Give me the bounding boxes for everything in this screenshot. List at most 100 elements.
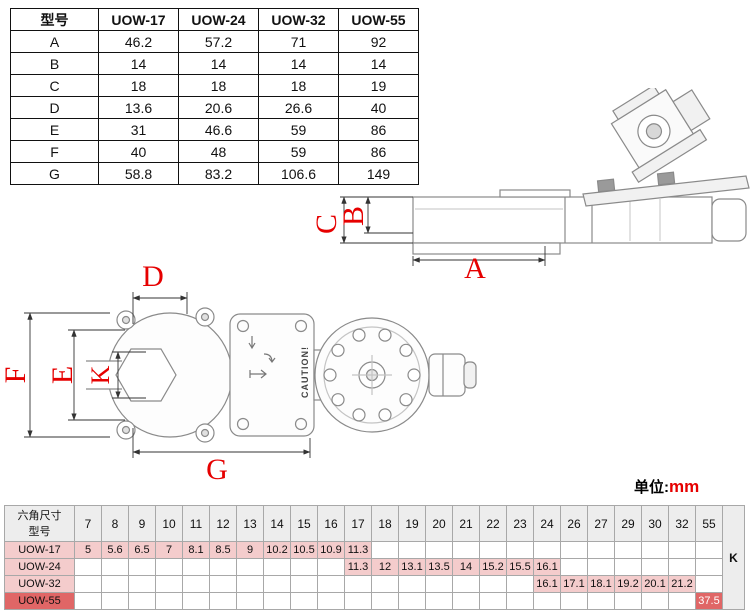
spec-header-uow24: UOW-24 bbox=[178, 8, 259, 31]
spec-cell: 14 bbox=[338, 52, 419, 75]
empty-cell bbox=[209, 592, 237, 610]
unit-value: mm bbox=[669, 477, 700, 496]
empty-cell bbox=[317, 592, 345, 610]
spec-cell: 92 bbox=[338, 30, 419, 53]
empty-cell bbox=[398, 575, 426, 593]
empty-cell bbox=[506, 575, 534, 593]
dim-label-g: G bbox=[206, 453, 228, 486]
spec-cell: 86 bbox=[338, 118, 419, 141]
k-value-cell: 14 bbox=[452, 558, 480, 576]
k-value-cell: 13.1 bbox=[398, 558, 426, 576]
empty-cell bbox=[74, 575, 102, 593]
spec-cell: 18 bbox=[98, 74, 179, 97]
k-value-cell: 20.1 bbox=[641, 575, 669, 593]
hex-size-col-header: 24 bbox=[533, 505, 561, 542]
empty-cell bbox=[263, 558, 291, 576]
empty-cell bbox=[560, 592, 588, 610]
k-value-cell: 17.1 bbox=[560, 575, 588, 593]
top-view-drawing bbox=[24, 292, 477, 458]
empty-cell bbox=[398, 592, 426, 610]
hex-size-col-header: 18 bbox=[371, 505, 399, 542]
empty-cell bbox=[452, 592, 480, 610]
empty-cell bbox=[425, 541, 453, 559]
hand-pointer-icon bbox=[249, 369, 267, 379]
top-dimension-lines bbox=[24, 292, 311, 458]
hex-size-col-header: 15 bbox=[290, 505, 318, 542]
empty-cell bbox=[128, 575, 156, 593]
empty-cell bbox=[74, 592, 102, 610]
spec-cell: 46.6 bbox=[178, 118, 259, 141]
dim-row-label: D bbox=[10, 96, 99, 119]
ratchet-wheel bbox=[314, 317, 430, 433]
corner-label-model: 型号 bbox=[28, 525, 51, 538]
model-label: UOW-55 bbox=[4, 592, 75, 610]
spec-cell: 71 bbox=[258, 30, 339, 53]
empty-cell bbox=[452, 541, 480, 559]
empty-cell bbox=[479, 575, 507, 593]
spec-table: 型号 UOW-17 UOW-24 UOW-32 UOW-55 A 46.2 57… bbox=[10, 8, 419, 185]
k-value-cell: 13.5 bbox=[425, 558, 453, 576]
dim-label-k: K bbox=[86, 365, 115, 385]
spec-cell: 40 bbox=[98, 140, 179, 163]
flange-plate bbox=[582, 175, 750, 207]
empty-cell bbox=[371, 541, 399, 559]
spec-cell: 13.6 bbox=[98, 96, 179, 119]
empty-cell bbox=[290, 592, 318, 610]
empty-cell bbox=[560, 541, 588, 559]
caution-text: CAUTION! bbox=[300, 346, 310, 398]
hex-size-col-header: 22 bbox=[479, 505, 507, 542]
k-value-cell: 16.1 bbox=[533, 575, 561, 593]
k-value-cell: 18.1 bbox=[587, 575, 615, 593]
dim-label-b: B bbox=[337, 206, 370, 227]
tool-side-outline bbox=[412, 88, 750, 255]
hex-size-col-header: 9 bbox=[128, 505, 156, 542]
empty-cell bbox=[290, 575, 318, 593]
empty-cell bbox=[236, 558, 264, 576]
dim-row-label: C bbox=[10, 74, 99, 97]
empty-cell bbox=[533, 541, 561, 559]
spec-cell: 26.6 bbox=[258, 96, 339, 119]
k-value-cell: 10.9 bbox=[317, 541, 345, 559]
output-shaft bbox=[428, 353, 466, 397]
spec-cell: 48 bbox=[178, 140, 259, 163]
k-value-cell: 21.2 bbox=[668, 575, 696, 593]
empty-cell bbox=[263, 575, 291, 593]
angle-head bbox=[610, 88, 711, 184]
turn-arrow-icon bbox=[263, 353, 276, 363]
head-bolts bbox=[116, 307, 215, 443]
spec-cell: 18 bbox=[258, 74, 339, 97]
spec-cell: 149 bbox=[338, 162, 419, 185]
hex-size-col-header: 27 bbox=[587, 505, 615, 542]
table-row: B 14 14 14 14 bbox=[10, 52, 419, 75]
hex-size-col-header: 17 bbox=[344, 505, 372, 542]
empty-cell bbox=[695, 541, 723, 559]
empty-cell bbox=[344, 575, 372, 593]
side-view-drawing bbox=[340, 88, 750, 266]
spec-cell: 14 bbox=[258, 52, 339, 75]
empty-cell bbox=[155, 558, 183, 576]
unit-note: 单位:mm bbox=[634, 476, 699, 497]
spec-cell: 83.2 bbox=[178, 162, 259, 185]
empty-cell bbox=[209, 558, 237, 576]
spec-cell: 46.2 bbox=[98, 30, 179, 53]
spec-header-row: 型号 UOW-17 UOW-24 UOW-32 UOW-55 bbox=[10, 8, 419, 31]
empty-cell bbox=[371, 575, 399, 593]
dim-label-d: D bbox=[142, 260, 164, 293]
spec-header-uow17: UOW-17 bbox=[98, 8, 179, 31]
table-row: G 58.8 83.2 106.6 149 bbox=[10, 162, 419, 185]
empty-cell bbox=[101, 592, 129, 610]
k-value-cell: 37.5 bbox=[695, 592, 723, 610]
k-value-cell: 12 bbox=[371, 558, 399, 576]
empty-cell bbox=[290, 558, 318, 576]
hex-row-uow-55: UOW-55 37.5 bbox=[4, 592, 745, 610]
empty-cell bbox=[452, 575, 480, 593]
empty-cell bbox=[236, 575, 264, 593]
empty-cell bbox=[668, 558, 696, 576]
empty-cell bbox=[614, 592, 642, 610]
side-dimension-lines bbox=[340, 196, 546, 266]
table-row: A 46.2 57.2 71 92 bbox=[10, 30, 419, 53]
k-value-cell: 7 bbox=[155, 541, 183, 559]
spec-cell: 57.2 bbox=[178, 30, 259, 53]
hex-size-col-header: 19 bbox=[398, 505, 426, 542]
